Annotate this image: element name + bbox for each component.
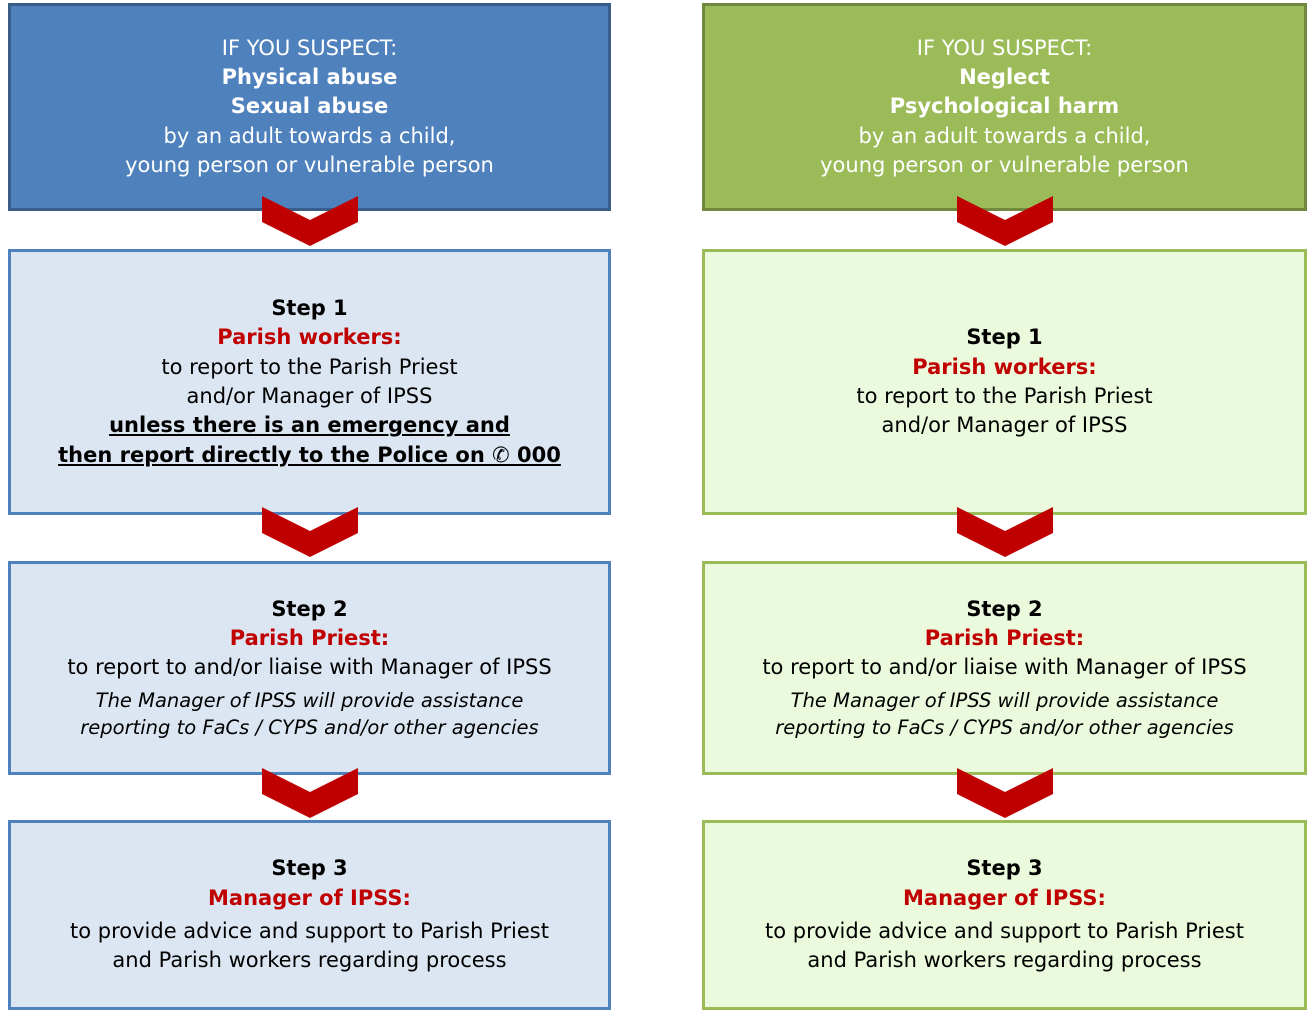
chevron-down-icon: [957, 507, 1053, 557]
chevron-down-icon: [262, 768, 358, 818]
left-step1-role: Parish workers:: [217, 325, 402, 350]
right-header-box: IF YOU SUSPECT: Neglect Psychological ha…: [702, 3, 1307, 211]
right-step1-text2: and/or Manager of IPSS: [881, 413, 1128, 438]
right-step2-title: Step 2: [966, 596, 1043, 621]
left-step1-emphasis1: unless there is an emergency and: [109, 413, 510, 438]
right-step2-note2: reporting to FaCs / CYPS and/or other ag…: [775, 716, 1234, 740]
left-step3-text2: and Parish workers regarding process: [112, 948, 507, 973]
left-header-box: IF YOU SUSPECT: Physical abuse Sexual ab…: [8, 3, 611, 211]
chevron-down-icon: [262, 196, 358, 246]
right-step2-box: Step 2 Parish Priest: to report to and/o…: [702, 561, 1307, 775]
left-header-type1: Physical abuse: [221, 64, 398, 89]
left-step2-box: Step 2 Parish Priest: to report to and/o…: [8, 561, 611, 775]
left-header-line1: by an adult towards a child,: [163, 123, 456, 148]
right-step3-text2: and Parish workers regarding process: [807, 948, 1202, 973]
chevron-down-icon: [957, 196, 1053, 246]
left-header-intro: IF YOU SUSPECT:: [221, 35, 398, 60]
left-step3-title: Step 3: [271, 856, 348, 881]
left-step2-note2: reporting to FaCs / CYPS and/or other ag…: [80, 716, 539, 740]
left-step3-box: Step 3 Manager of IPSS: to provide advic…: [8, 820, 611, 1010]
chevron-down-icon: [957, 768, 1053, 818]
right-step1-text1: to report to the Parish Priest: [856, 384, 1153, 408]
left-step1-emphasis2: then report directly to the Police on ✆ …: [58, 442, 561, 467]
left-step2-text: to report to and/or liaise with Manager …: [67, 655, 552, 680]
right-header-intro: IF YOU SUSPECT:: [916, 35, 1093, 60]
left-header-line2: young person or vulnerable person: [125, 153, 494, 178]
right-step2-note1: The Manager of IPSS will provide assista…: [790, 688, 1219, 712]
right-header-type1: Neglect: [959, 64, 1050, 89]
right-step1-box: Step 1 Parish workers: to report to the …: [702, 249, 1307, 515]
right-step1-role: Parish workers:: [912, 354, 1097, 379]
chevron-down-icon: [262, 507, 358, 557]
right-step3-title: Step 3: [966, 856, 1043, 881]
left-step1-box: Step 1 Parish workers: to report to the …: [8, 249, 611, 515]
left-step3-role: Manager of IPSS:: [208, 885, 411, 910]
left-step1-text1: to report to the Parish Priest: [161, 354, 458, 379]
right-step3-role: Manager of IPSS:: [903, 885, 1106, 910]
left-step2-role: Parish Priest:: [229, 626, 390, 650]
right-step1-title: Step 1: [966, 325, 1043, 350]
left-step2-title: Step 2: [271, 596, 348, 621]
left-step2-note1: The Manager of IPSS will provide assista…: [95, 688, 524, 712]
right-step3-text1: to provide advice and support to Parish …: [765, 919, 1244, 943]
right-header-line2: young person or vulnerable person: [820, 153, 1189, 178]
right-header-line1: by an adult towards a child,: [858, 123, 1151, 148]
left-step1-text2: and/or Manager of IPSS: [186, 384, 433, 408]
left-step1-title: Step 1: [271, 295, 348, 320]
left-step3-text1: to provide advice and support to Parish …: [70, 919, 549, 943]
right-step2-text: to report to and/or liaise with Manager …: [762, 655, 1247, 680]
right-step3-box: Step 3 Manager of IPSS: to provide advic…: [702, 820, 1307, 1010]
left-header-type2: Sexual abuse: [230, 94, 389, 119]
right-step2-role: Parish Priest:: [924, 626, 1085, 650]
right-header-type2: Psychological harm: [889, 94, 1120, 119]
